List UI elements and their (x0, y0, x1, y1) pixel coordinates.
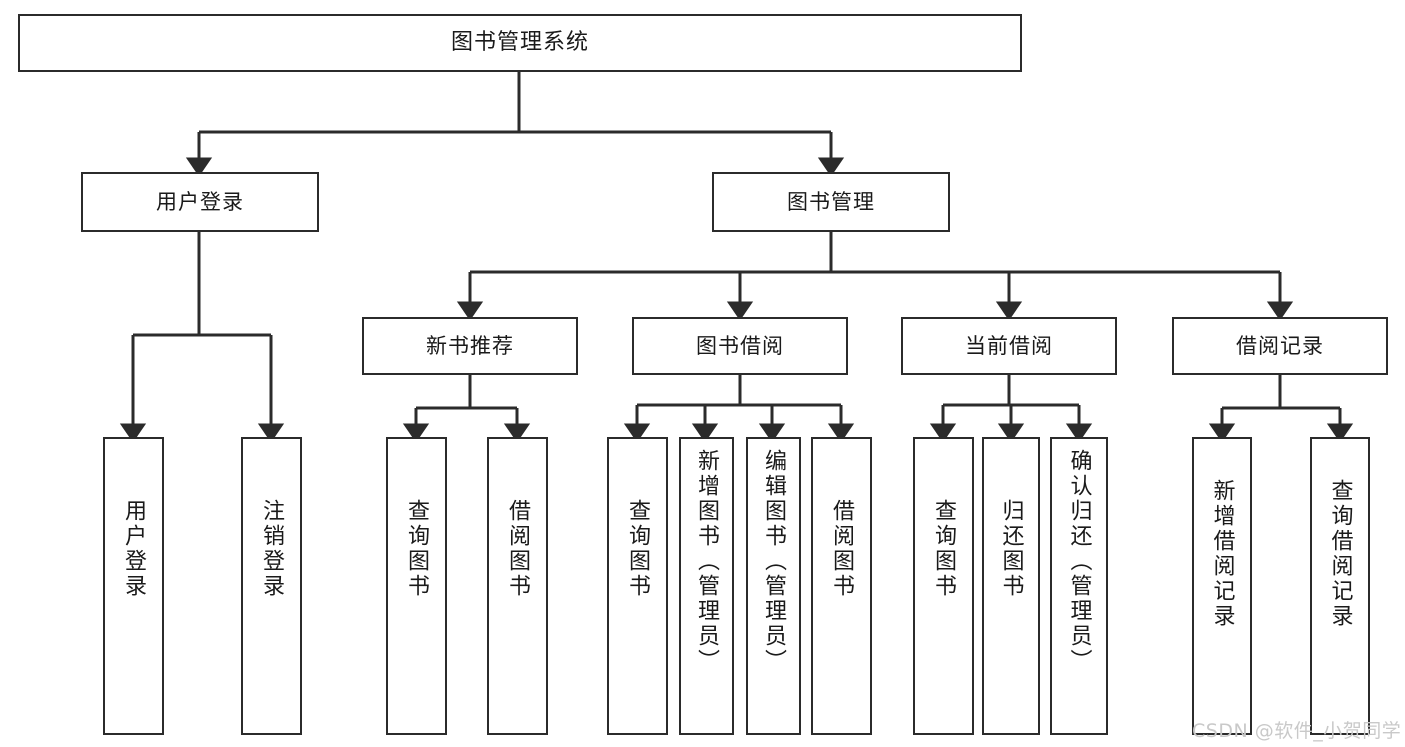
leaf-borrow-record-add[interactable]: 新增借阅记录 (1192, 437, 1252, 735)
leaf-borrow-record-query[interactable]: 查询借阅记录 (1310, 437, 1370, 735)
leaf-new-book-query-label: 查询图书 (404, 499, 430, 599)
leaf-book-borrow-add-label: 新增图书（管理员） (694, 449, 720, 674)
leaf-book-borrow-borrow[interactable]: 借阅图书 (811, 437, 872, 735)
leaf-borrow-record-add-label: 新增借阅记录 (1209, 479, 1235, 629)
node-borrow-record-label: 借阅记录 (1236, 333, 1324, 358)
node-new-book-recommend[interactable]: 新书推荐 (362, 317, 578, 375)
leaf-user-login-login[interactable]: 用户登录 (103, 437, 164, 735)
leaf-book-borrow-edit[interactable]: 编辑图书（管理员） (746, 437, 801, 735)
node-book-borrow[interactable]: 图书借阅 (632, 317, 848, 375)
leaf-current-borrow-confirm-label: 确认归还（管理员） (1066, 449, 1092, 674)
leaf-new-book-borrow[interactable]: 借阅图书 (487, 437, 548, 735)
leaf-current-borrow-query[interactable]: 查询图书 (913, 437, 974, 735)
leaf-current-borrow-return-label: 归还图书 (998, 499, 1024, 599)
leaf-book-borrow-query[interactable]: 查询图书 (607, 437, 668, 735)
node-current-borrow-label: 当前借阅 (965, 333, 1053, 358)
node-root[interactable]: 图书管理系统 (18, 14, 1022, 72)
leaf-book-borrow-query-label: 查询图书 (625, 499, 651, 599)
leaf-user-login-logout-label: 注销登录 (259, 499, 285, 599)
node-book-management-label: 图书管理 (787, 189, 875, 214)
leaf-user-login-login-label: 用户登录 (121, 499, 147, 599)
node-book-management[interactable]: 图书管理 (712, 172, 950, 232)
csdn-watermark: CSDN @软件_小贺同学 (1192, 720, 1402, 742)
node-current-borrow[interactable]: 当前借阅 (901, 317, 1117, 375)
leaf-current-borrow-query-label: 查询图书 (931, 499, 957, 599)
leaf-new-book-borrow-label: 借阅图书 (505, 499, 531, 599)
node-book-borrow-label: 图书借阅 (696, 333, 784, 358)
leaf-book-borrow-edit-label: 编辑图书（管理员） (761, 449, 787, 674)
leaf-book-borrow-borrow-label: 借阅图书 (829, 499, 855, 599)
node-root-label: 图书管理系统 (450, 30, 589, 56)
node-borrow-record[interactable]: 借阅记录 (1172, 317, 1388, 375)
node-user-login-label: 用户登录 (156, 189, 244, 214)
leaf-borrow-record-query-label: 查询借阅记录 (1327, 479, 1353, 629)
leaf-user-login-logout[interactable]: 注销登录 (241, 437, 302, 735)
leaf-book-borrow-add[interactable]: 新增图书（管理员） (679, 437, 734, 735)
leaf-new-book-query[interactable]: 查询图书 (386, 437, 447, 735)
leaf-current-borrow-return[interactable]: 归还图书 (982, 437, 1040, 735)
leaf-current-borrow-confirm[interactable]: 确认归还（管理员） (1050, 437, 1108, 735)
node-new-book-recommend-label: 新书推荐 (426, 333, 514, 358)
node-user-login[interactable]: 用户登录 (81, 172, 319, 232)
